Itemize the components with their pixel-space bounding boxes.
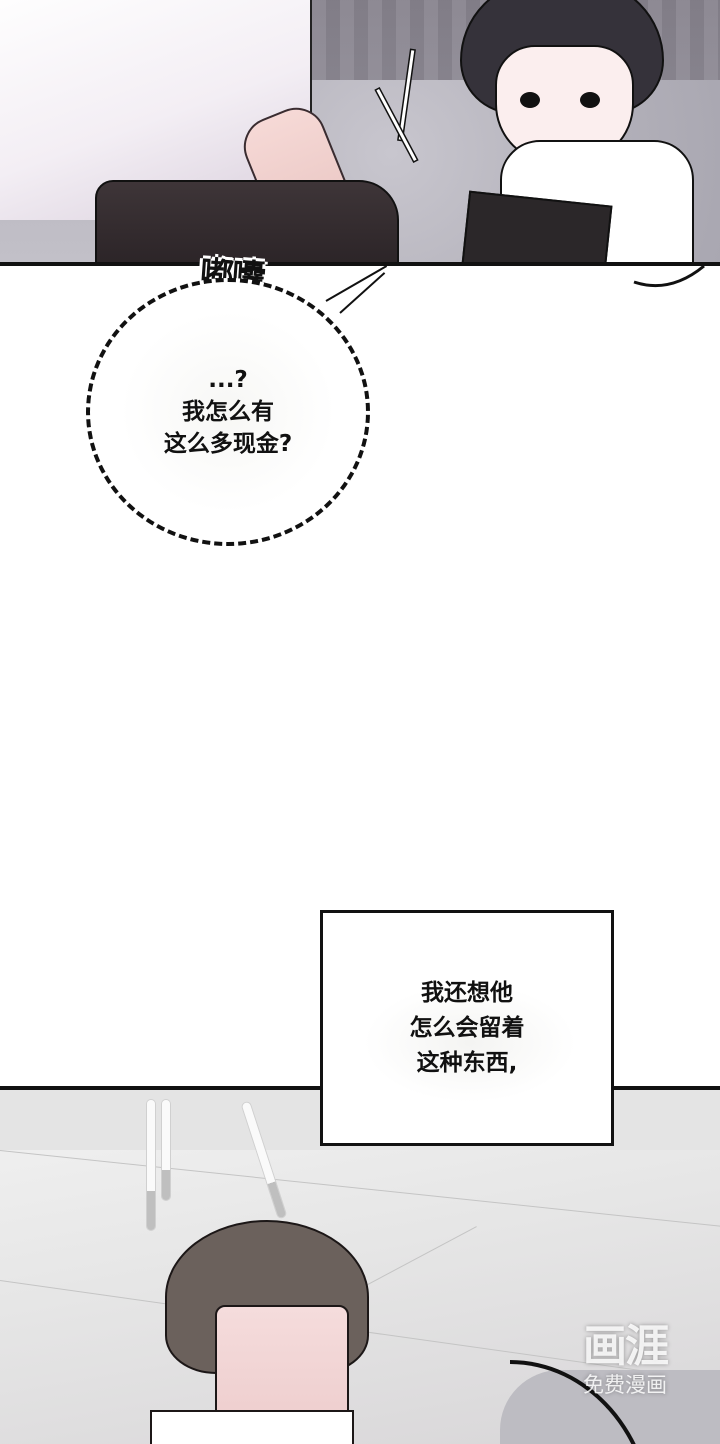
adult-character-pants — [95, 180, 399, 262]
chair-leg — [147, 1100, 155, 1230]
watermark-logo: 画涯 — [583, 1321, 669, 1372]
thought-bubble: ...? 我怎么有 这么多现金? — [86, 278, 370, 546]
watermark-subtitle: 免费漫画 — [583, 1373, 667, 1397]
thought-line-1: ...? — [208, 367, 248, 393]
caption-glow — [363, 983, 577, 1103]
floor-tile-line — [0, 1150, 720, 1231]
thought-line-2: 我怎么有 — [182, 399, 274, 425]
watermark: 画涯 免费漫画 — [566, 1322, 684, 1398]
comic-panel-top — [0, 0, 720, 266]
chair-leg — [162, 1100, 170, 1200]
man-character-shirt — [150, 1410, 354, 1444]
caption-line-3: 这种东西, — [416, 1049, 518, 1076]
chibi-boy-eye-right — [580, 92, 600, 108]
caption-line-1: 我还想他 — [421, 979, 513, 1006]
caption-line-2: 怎么会留着 — [409, 1014, 525, 1041]
narration-caption-box: 我还想他 怎么会留着 这种东西, — [320, 910, 614, 1146]
motion-curve-icon — [633, 264, 705, 288]
chibi-boy-eye-left — [520, 92, 540, 108]
thought-line-3: 这么多现金? — [163, 431, 293, 457]
